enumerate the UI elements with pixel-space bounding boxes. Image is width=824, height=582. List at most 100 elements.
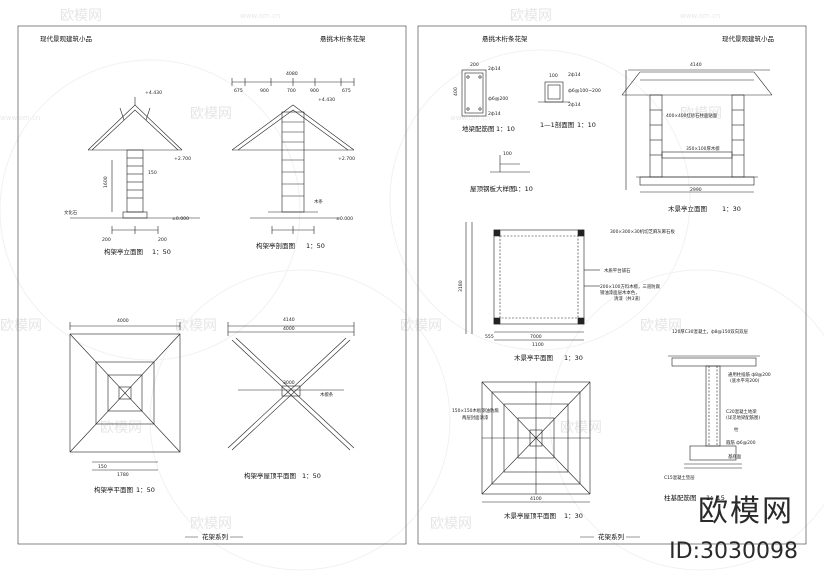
- dim-200-beam: 200: [470, 62, 479, 68]
- dim-200: 200: [102, 237, 111, 243]
- label-rebar3b: (详见地梁配筋图): [726, 414, 760, 421]
- scale-roof-plate: 1：10: [514, 185, 533, 193]
- label-rebar6: 基底面: [728, 453, 742, 460]
- caption-section: 构架亭剖面图: [256, 241, 295, 250]
- rebar-2d14-sec: 2ф14: [568, 72, 581, 78]
- left-footer: 花架系列: [202, 532, 228, 541]
- dim-4140: 4140: [283, 317, 295, 323]
- scale-ground-beam: 1：10: [496, 125, 515, 133]
- label-timber-200c: 清漆（共3道）: [614, 295, 643, 302]
- dim-4140-r: 4140: [690, 62, 702, 68]
- dim-100-plate: 100: [503, 151, 512, 157]
- scale-elevation: 1：50: [152, 248, 171, 256]
- scale-plan: 1：50: [136, 486, 155, 494]
- dim-100-sec: 100: [549, 73, 558, 79]
- label-rebar7: C15混凝土垫层: [664, 474, 695, 481]
- dim-675b: 675: [342, 88, 351, 94]
- wood-pavilion-plan: [465, 222, 600, 341]
- watermark-text: 欧模网: [510, 8, 552, 24]
- dim-675: 675: [234, 88, 243, 94]
- caption-wood-elevation: 木景亭立面图: [668, 204, 707, 213]
- dim-700: 700: [287, 88, 296, 94]
- label-timber: 木条: [314, 198, 323, 205]
- watermark-text: 欧模网: [400, 318, 442, 334]
- dim-555: 555: [485, 334, 494, 340]
- scale-section-11: 1：10: [577, 121, 596, 129]
- dim-2990: 2990: [690, 187, 702, 193]
- scale-wood-elevation: 1：30: [722, 205, 741, 213]
- label-beam-350: 350×100厚木檩: [686, 145, 720, 152]
- label-rebar2: 通用柱插筋 ф8@200: [728, 371, 771, 378]
- caption-section-11: 1—1剖面图: [540, 120, 574, 129]
- label-pipe: 150×150木板钢油防腐: [452, 407, 499, 414]
- brand-logo-text: 欧模网: [698, 494, 794, 529]
- rebar-d6-beam: ф6@200: [488, 96, 508, 102]
- rebar-d6b-sec: ф6@100~200: [568, 88, 601, 94]
- elev-mid-sec: +2.700: [338, 156, 355, 162]
- roof-plate-detail: [490, 155, 530, 173]
- left-header-right: 悬挑木桁条花架: [320, 34, 366, 43]
- label-rebar1: 120厚C30混凝土，ф8@150双向双层: [672, 328, 748, 335]
- dim-900: 900: [260, 88, 269, 94]
- label-wood-floor: 木质平台铺石: [604, 267, 631, 274]
- label-timber-200: 200×100方料木檩，三道防腐: [600, 283, 661, 290]
- right-footer: 花架系列: [598, 532, 624, 541]
- pavilion-section: [231, 78, 355, 234]
- caption-wood-plan: 木景亭平面图: [514, 353, 553, 362]
- watermark-text: 欧模网: [430, 516, 472, 532]
- elev-top-sec: +4.430: [318, 97, 335, 103]
- watermark-text: 欧模网: [640, 318, 682, 334]
- dim-150: 150: [148, 170, 157, 176]
- wood-pavilion-elevation: [621, 69, 773, 193]
- caption-roof-plan: 构架亭屋顶平面图: [244, 471, 296, 480]
- caption-ground-beam: 地梁配筋图: [462, 124, 495, 133]
- elev-mid: +2.700: [174, 156, 191, 162]
- label-culture-stone: 文化石: [64, 209, 78, 216]
- dim-1600: 1600: [103, 176, 109, 188]
- pavilion-elevation: [70, 97, 200, 234]
- left-header-left: 现代景观建筑小品: [40, 34, 92, 43]
- dim-3180: 3180: [458, 280, 464, 292]
- label-timber-purlin: 木檩条: [320, 391, 334, 398]
- watermark-text: 欧模网: [680, 106, 722, 122]
- caption-wood-roof: 木景亭屋顶平面图: [504, 511, 556, 520]
- watermark-text: 欧模网: [100, 420, 142, 436]
- dim-1780: 1780: [117, 472, 129, 478]
- watermark-url: www.om.cn: [680, 12, 720, 20]
- pavilion-roof-plan: [227, 322, 355, 451]
- ground-beam-rebar: [461, 69, 487, 117]
- column-footing-rebar: [668, 355, 760, 469]
- dim-4000-roof: 4000: [283, 326, 295, 332]
- label-rebar3: C20混凝土地梁: [726, 408, 757, 415]
- dim-plan-150: 150: [98, 464, 107, 470]
- scale-footing: 1：15: [706, 494, 725, 502]
- scale-section: 1：50: [306, 242, 325, 250]
- caption-roof-plate: 屋顶钢板大样图: [470, 184, 516, 193]
- caption-plan: 构架亭平面图: [94, 485, 133, 494]
- dim-400-beam: 400: [453, 87, 459, 96]
- label-timber-200b: 钢油漆面层木本色，: [600, 289, 640, 296]
- elev-top: +4.430: [145, 90, 162, 96]
- rebar-2d14-a: 2ф14: [488, 66, 501, 72]
- scale-wood-plan: 1：30: [564, 354, 583, 362]
- watermark-text: 欧模网: [560, 420, 602, 436]
- dim-200b: 200: [158, 237, 167, 243]
- right-header-right: 现代景观建筑小品: [722, 34, 774, 43]
- label-granite-post: 400×400红砂石柱面贴面: [666, 112, 718, 119]
- label-rebar4: 柱: [734, 426, 739, 433]
- pavilion-plan: [69, 322, 181, 471]
- watermark-text: 欧模网: [0, 318, 42, 334]
- scale-wood-roof: 1：30: [564, 512, 583, 520]
- dim-7000: 7000: [530, 334, 542, 340]
- wood-pavilion-roof-plan: [481, 381, 591, 503]
- watermark-text: 欧模网: [190, 106, 232, 122]
- watermark-url: www.om.cn: [240, 12, 280, 20]
- dim-1100: 1100: [532, 342, 544, 348]
- rebar-2d14-b: 2ф14: [488, 111, 501, 117]
- elev-ground: ±0.000: [172, 216, 189, 222]
- dim-4100: 4100: [530, 496, 542, 502]
- label-pipe2: 两层封面清漆: [462, 414, 489, 421]
- label-tile: 300×300×30机切芝麻灰麻石板: [610, 228, 675, 235]
